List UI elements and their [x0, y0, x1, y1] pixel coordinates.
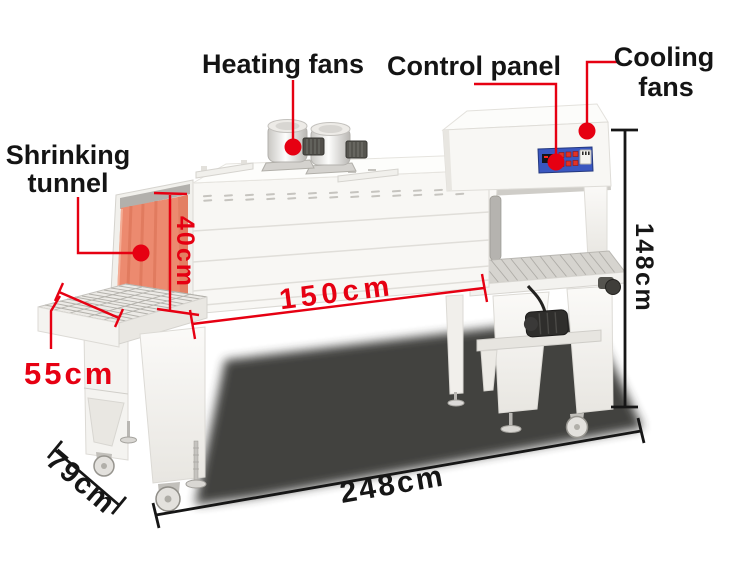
dim-tunnel-height: 40cm [171, 216, 199, 288]
cooling-fans-label-line1: Cooling [614, 42, 714, 72]
shrinking-tunnel-label-line2: tunnel [28, 168, 109, 198]
shrinking-tunnel-dot [132, 244, 150, 262]
exit-conveyor [451, 250, 626, 297]
infeed-table-feet [93, 421, 137, 477]
film-rail [195, 160, 399, 183]
heating-fan-right [305, 122, 368, 175]
heating-fans-label: Heating fans [202, 49, 364, 79]
red-leader-dots [132, 122, 596, 262]
control-panel-label: Control panel [387, 51, 561, 81]
tunnel-front-leg [139, 326, 207, 512]
control-panel [537, 146, 594, 174]
shrinking-tunnel-label-line1: Shrinking [6, 140, 131, 170]
conveyor-motor [523, 309, 569, 338]
heating-fans-dot [284, 138, 302, 156]
support-pole [489, 195, 502, 261]
cooling-fans-label-line2: fans [638, 72, 694, 102]
conveyor-pulley [605, 279, 621, 295]
cooling-fans-dot [578, 122, 596, 140]
black-dimensions [46, 128, 646, 529]
infeed-mesh [37, 283, 208, 348]
red-annotations [49, 60, 618, 349]
dim-infeed-width: 55cm [24, 356, 115, 391]
control-panel-dot [547, 153, 565, 171]
dim-overall-height: 148cm [630, 223, 658, 313]
